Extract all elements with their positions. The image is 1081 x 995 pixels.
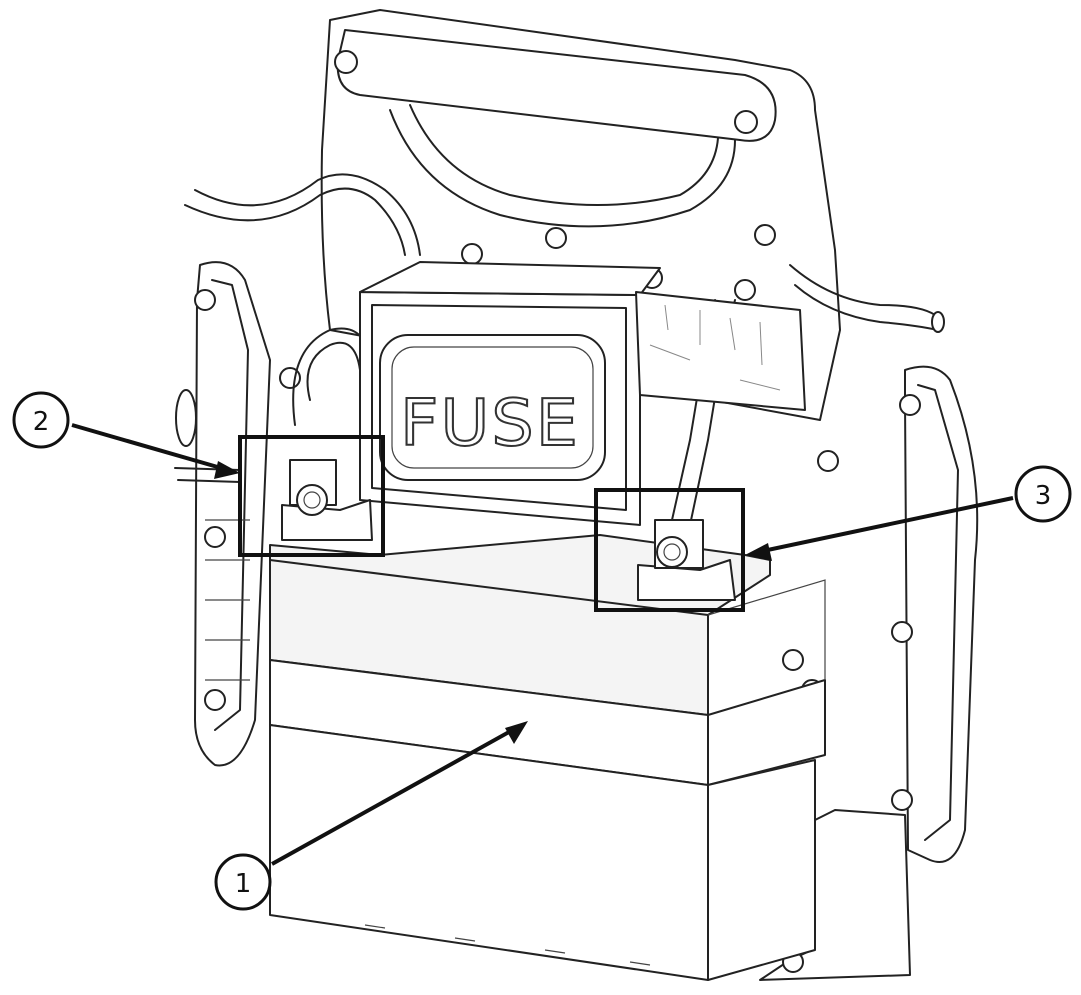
battery-pack [269, 534, 826, 981]
fuse-holder: FUSE [359, 261, 806, 526]
arrow-icon [214, 461, 240, 479]
terminal-right [637, 519, 736, 601]
arrow-icon [505, 721, 528, 744]
screw-head-icon [891, 789, 913, 811]
callout-1: 1 [214, 853, 272, 911]
fuse-label: FUSE [400, 387, 580, 461]
screw-head-icon [817, 450, 839, 472]
screw-head-icon [734, 279, 756, 301]
callout-arrows [71, 423, 1014, 866]
callout-2: 2 [12, 391, 70, 449]
screw-head-icon [545, 227, 567, 249]
highlight-box-2 [238, 435, 385, 557]
screw-head-icon [204, 689, 226, 711]
highlight-box-3 [594, 488, 745, 612]
svg-text:3: 3 [1035, 481, 1052, 511]
numbered-circle-icon [1014, 465, 1072, 523]
screw-head-icon [334, 50, 358, 74]
screw-head-icon [891, 621, 913, 643]
terminal-bolt-icon [656, 536, 688, 568]
screw-head-icon [194, 289, 216, 311]
numbered-circle-icon [12, 391, 70, 449]
screw-head-icon [899, 394, 921, 416]
screw-head-icon [782, 649, 804, 671]
screw-head-icon [754, 224, 776, 246]
svg-text:2: 2 [33, 407, 50, 437]
callout-3: 3 [1014, 465, 1072, 523]
screw-head-icon [461, 243, 483, 265]
numbered-circle-icon [214, 853, 272, 911]
arrow-icon [745, 543, 772, 561]
svg-text:1: 1 [235, 869, 252, 899]
terminal-bolt-icon [296, 484, 328, 516]
terminal-left [281, 459, 373, 541]
screw-head-icon [734, 110, 758, 134]
screw-head-icon [204, 526, 226, 548]
